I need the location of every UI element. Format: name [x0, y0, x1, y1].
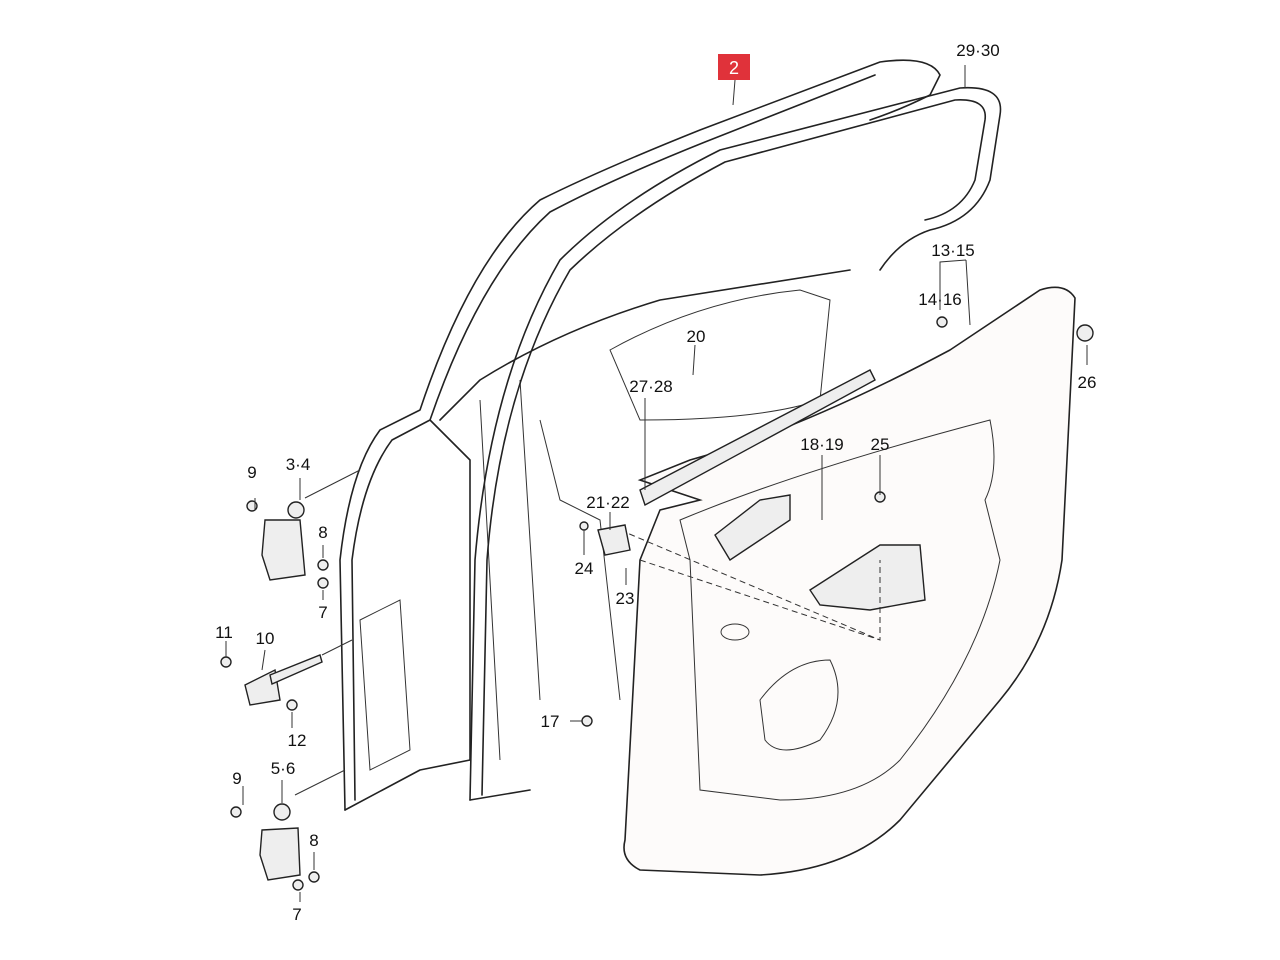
- part-label-10: 10: [256, 629, 275, 648]
- part-label-20: 20: [687, 327, 706, 346]
- bolt-17: [581, 715, 593, 727]
- upper-hinge: [246, 500, 329, 589]
- weatherstrip: [469, 86, 1002, 801]
- part-label-3-4: 3·4: [286, 455, 311, 474]
- part-label-26: 26: [1078, 373, 1097, 392]
- part-label-24: 24: [575, 559, 594, 578]
- clip-14-16: [936, 316, 948, 328]
- part-label-14-16: 14·16: [918, 290, 961, 309]
- highlighted-part-callout[interactable]: [718, 54, 750, 80]
- part-label-8-lower: 8: [309, 831, 318, 850]
- part-label-17: 17: [541, 712, 560, 731]
- part-label-21-22: 21·22: [586, 493, 629, 512]
- door-trim-panel: [623, 286, 1076, 876]
- part-label-25: 25: [871, 435, 890, 454]
- nut-24: [579, 521, 589, 531]
- part-label-13-15: 13·15: [931, 241, 974, 260]
- door-shell: [339, 59, 941, 811]
- part-label-7-upper: 7: [318, 603, 327, 622]
- leader-lines: [225, 65, 1088, 902]
- part-label-12: 12: [288, 731, 307, 750]
- part-label-27-28: 27·28: [629, 377, 672, 396]
- belt-molding: [639, 369, 876, 507]
- part-label-29-30: 29·30: [956, 41, 999, 60]
- part-label-5-6: 5·6: [271, 759, 296, 778]
- part-label-2[interactable]: 2: [729, 58, 739, 78]
- lower-hinge: [230, 803, 320, 891]
- part-label-7-lower: 7: [292, 905, 301, 924]
- part-label-23: 23: [616, 589, 635, 608]
- part-label-18-19: 18·19: [800, 435, 843, 454]
- check-link: [220, 654, 323, 711]
- part-label-8-upper: 8: [318, 523, 327, 542]
- clip-26: [1076, 324, 1094, 342]
- part-label-9-lower: 9: [232, 769, 241, 788]
- part-label-11: 11: [215, 623, 233, 642]
- part-label-9-upper: 9: [247, 463, 256, 482]
- bracket-21-22: [597, 524, 631, 556]
